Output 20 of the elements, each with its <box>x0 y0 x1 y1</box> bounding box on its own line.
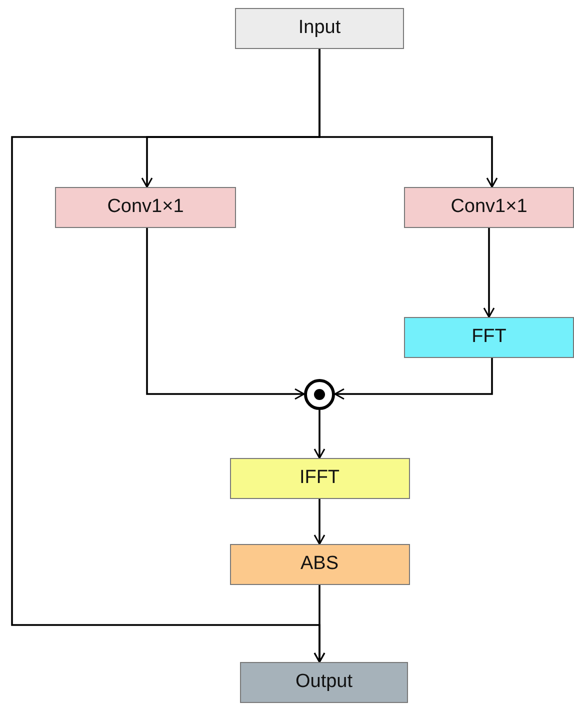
arrow <box>483 228 495 318</box>
arrow <box>314 585 326 663</box>
arrow <box>334 358 493 400</box>
box-label: Conv1×1 <box>450 195 528 220</box>
box-label: Conv1×1 <box>107 195 184 220</box>
box-label: Output <box>295 670 353 694</box>
box-label: ABS <box>300 552 339 576</box>
box-label: FFT <box>472 325 506 350</box>
arrow <box>314 499 326 545</box>
box-label: IFFT <box>299 466 340 490</box>
box-label: Input <box>298 16 341 40</box>
process-box <box>230 544 410 585</box>
output-box <box>240 662 408 703</box>
arrow <box>314 410 326 459</box>
process-box <box>404 317 574 358</box>
process-box <box>55 187 236 228</box>
process-box <box>230 458 410 499</box>
input-box <box>235 8 404 49</box>
process-box <box>404 187 574 228</box>
arrow <box>146 228 305 400</box>
